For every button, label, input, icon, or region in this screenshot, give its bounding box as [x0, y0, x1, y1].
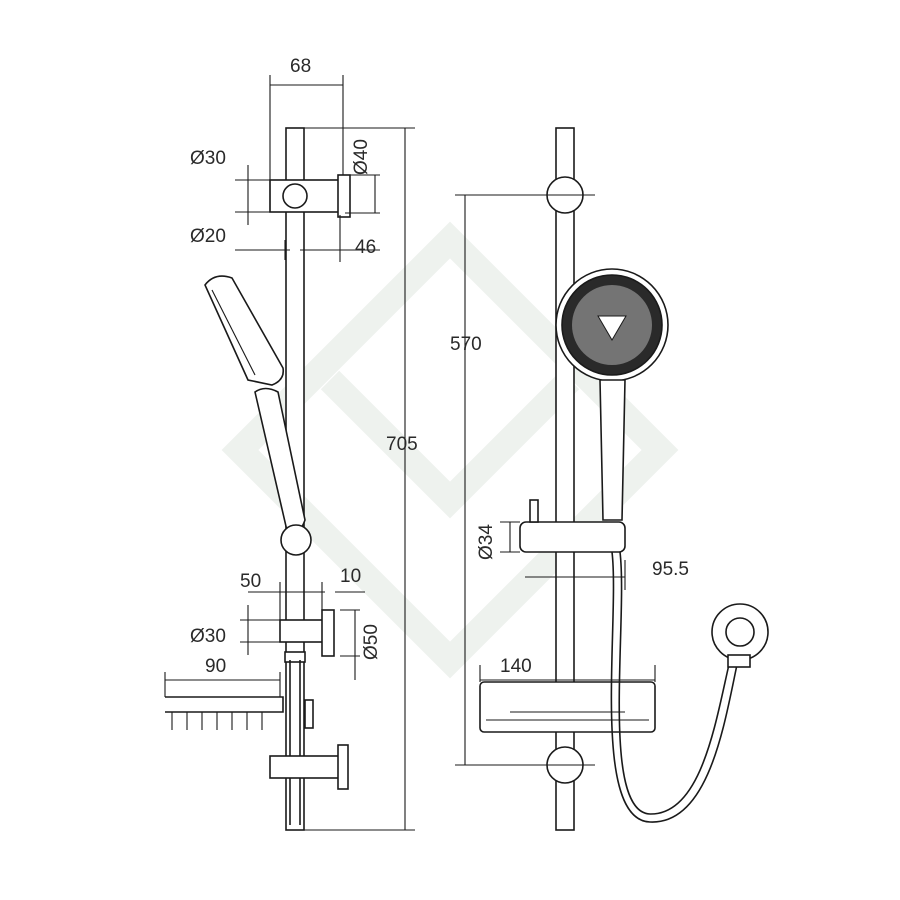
- side-view: 68 Ø30 Ø20 46 Ø40 705 50 10 Ø30 Ø50 90: [164, 56, 418, 831]
- dim-dia-30-bottom: Ø30: [190, 626, 226, 647]
- front-shower-head: [555, 268, 669, 382]
- side-bottom-wall-plate: [337, 744, 349, 790]
- dim-dia-20: Ø20: [190, 226, 226, 247]
- side-top-bracket-knob: [282, 183, 308, 209]
- front-slider-button: [529, 499, 539, 523]
- dim-bracket-570: 570: [450, 334, 482, 355]
- front-soap-basket: [479, 681, 656, 733]
- dim-offset-10: 10: [340, 566, 361, 587]
- side-handset: [204, 275, 312, 556]
- side-soap-dish: [165, 696, 314, 730]
- side-bottom-bracket: [269, 755, 341, 779]
- front-handle: [599, 379, 626, 521]
- side-hose: [289, 660, 301, 825]
- dim-dia-34: Ø34: [476, 524, 497, 560]
- dim-offset-50: 50: [240, 571, 261, 592]
- dim-dia-50: Ø50: [361, 624, 382, 660]
- dim-width-68: 68: [290, 56, 311, 77]
- watermark-logo: [221, 221, 679, 679]
- side-top-wall-plate: [337, 174, 351, 218]
- dim-reach-95-5: 95.5: [652, 559, 689, 580]
- side-dimension-lines: [164, 75, 415, 831]
- front-view: 570 Ø34 95.5 140: [450, 127, 769, 831]
- front-hose: [610, 551, 739, 823]
- dim-height-705: 705: [386, 434, 418, 455]
- dim-dia-40: Ø40: [351, 139, 372, 175]
- side-slider-wall-plate: [321, 609, 335, 657]
- front-wall-outlet: [711, 603, 769, 668]
- dim-dish-90: 90: [205, 656, 226, 677]
- front-hose-inner: [618, 551, 731, 815]
- front-slider: [519, 521, 626, 553]
- dim-dia-30-top: Ø30: [190, 148, 226, 169]
- front-dimension-lines: [455, 194, 656, 766]
- side-slider-collar: [284, 651, 306, 663]
- dim-offset-46: 46: [355, 237, 376, 258]
- dim-dish-140: 140: [500, 656, 532, 677]
- side-slider: [279, 619, 326, 643]
